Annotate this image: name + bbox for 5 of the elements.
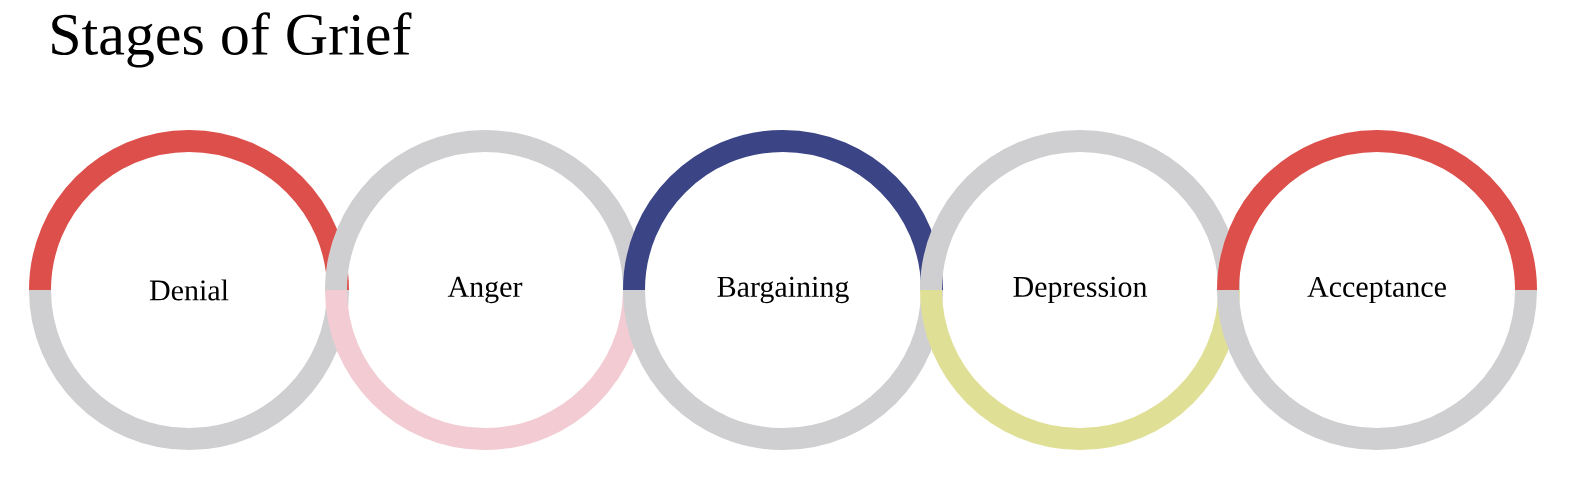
stage-ring: Depression	[920, 130, 1240, 450]
stage-ring: Denial	[29, 130, 349, 450]
stage-ring: Bargaining	[623, 130, 943, 450]
title: Stages of Grief	[52, 12, 412, 68]
stage-ring: Acceptance	[1217, 130, 1537, 450]
